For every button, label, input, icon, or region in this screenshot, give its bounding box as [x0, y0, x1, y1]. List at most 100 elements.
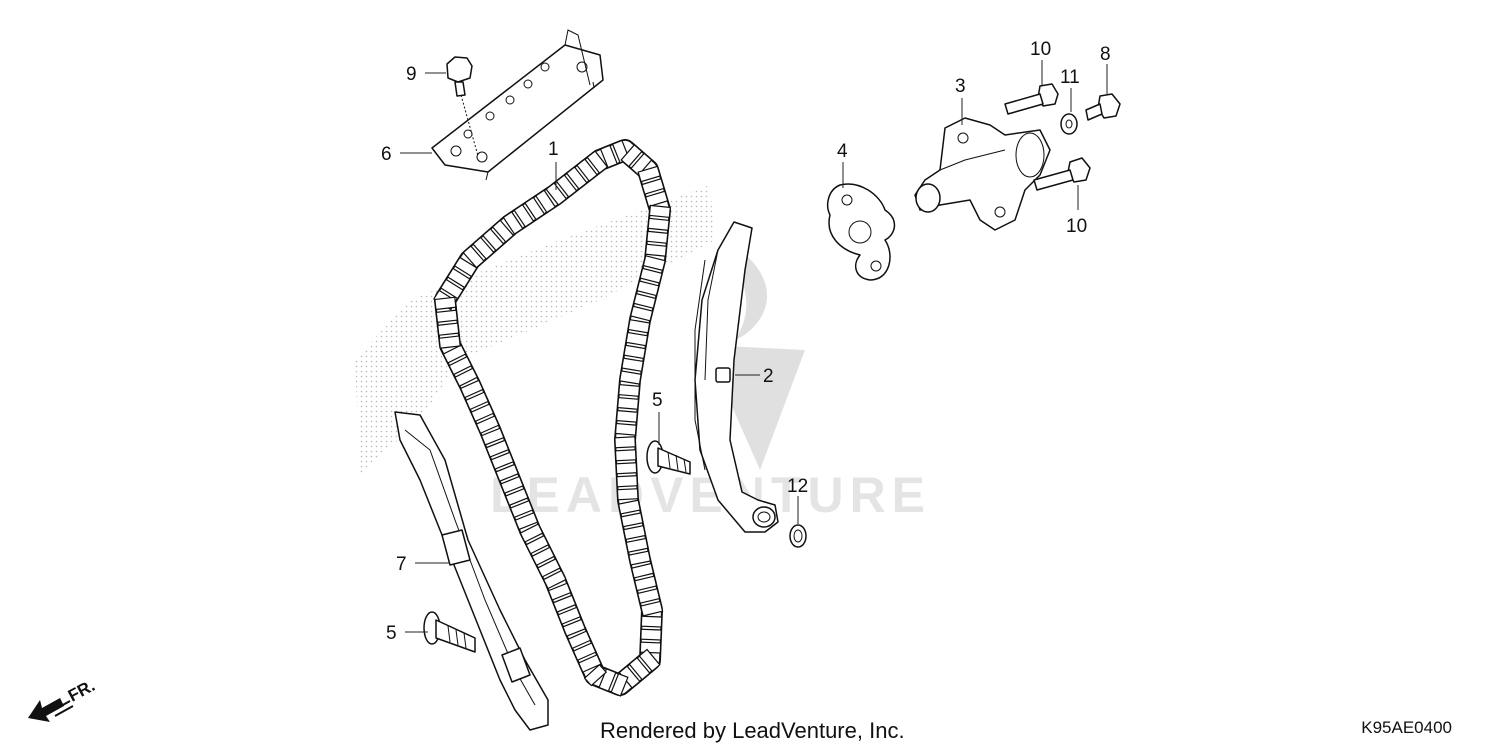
callout-10-lower: 10	[1066, 216, 1087, 237]
chain-link	[470, 403, 495, 423]
callout-2: 2	[763, 366, 774, 387]
chain-link	[567, 630, 592, 650]
bolt-part-9[interactable]	[446, 56, 479, 157]
chain-link	[614, 422, 637, 436]
chain-link	[630, 152, 653, 176]
callout-5-lower: 5	[386, 623, 397, 644]
tensioner-lifter-part-3[interactable]	[914, 117, 1051, 231]
callout-7: 7	[396, 554, 407, 575]
bolt-part-8[interactable]	[1085, 93, 1121, 121]
chain-link	[545, 182, 568, 206]
chain-link	[519, 523, 544, 543]
chain-link	[648, 204, 671, 219]
chain-link	[640, 615, 663, 628]
chain-link	[459, 379, 484, 399]
chain-link	[462, 245, 485, 269]
chain-link	[572, 642, 597, 662]
chain-link	[647, 217, 670, 231]
chain-link	[614, 436, 636, 449]
chain-link	[630, 562, 655, 579]
chain-link	[434, 296, 457, 311]
chain-link	[437, 322, 460, 336]
chain-link	[542, 569, 567, 590]
chain-link	[618, 384, 641, 397]
chain-link	[625, 331, 649, 347]
chain-link	[615, 462, 638, 475]
chain-link	[536, 558, 561, 578]
callout-9: 9	[406, 64, 417, 85]
callout-10-upper: 10	[1030, 39, 1051, 60]
chain-link	[504, 487, 529, 507]
chain-link	[524, 196, 546, 221]
chain-link	[639, 267, 663, 284]
chain-link	[623, 344, 647, 360]
bolt-part-5-upper[interactable]	[646, 440, 691, 475]
plate-part-6[interactable]	[431, 29, 604, 181]
chain-link	[646, 230, 669, 244]
chain-link	[629, 305, 654, 322]
chain-link	[637, 165, 661, 183]
chain-link	[639, 641, 662, 654]
cam-chain-part-1[interactable]	[433, 139, 671, 697]
callout-6: 6	[381, 144, 392, 165]
watermark-stipple	[355, 185, 715, 475]
gasket-part-4[interactable]	[827, 183, 896, 281]
callout-8: 8	[1100, 44, 1111, 65]
chain-link	[641, 178, 665, 195]
chain-link	[628, 550, 652, 566]
chain-link	[614, 449, 637, 462]
chain-link	[490, 451, 515, 470]
chain-link	[627, 318, 651, 334]
chain-link	[617, 396, 640, 410]
chain-link	[454, 367, 479, 388]
chain-link	[640, 600, 664, 617]
chain-link	[513, 203, 535, 228]
callout-1: 1	[548, 139, 559, 160]
chain-link	[625, 537, 649, 553]
chain-link	[633, 292, 657, 309]
chain-link	[620, 512, 644, 528]
washer-part-11[interactable]	[1060, 113, 1078, 135]
chain-link	[439, 278, 464, 300]
chain-link	[638, 648, 661, 673]
chain-link	[485, 439, 510, 458]
tensioner-arm-part-2[interactable]	[694, 221, 779, 533]
chain-link	[628, 656, 651, 681]
chain-link	[547, 582, 572, 601]
diagram-code: K95AE0400	[1361, 718, 1452, 737]
callout-3: 3	[955, 76, 966, 97]
watermark-text: LEADVENTURE	[490, 467, 931, 523]
chain-link	[502, 211, 524, 235]
chain-link	[644, 243, 668, 257]
chain-link	[465, 391, 490, 411]
chain-link	[495, 463, 520, 482]
chain-link	[453, 256, 478, 278]
chain-link	[448, 355, 473, 376]
chain-link	[435, 309, 458, 323]
chain-link	[531, 546, 556, 567]
chain-link	[442, 344, 467, 364]
chain-link	[525, 534, 550, 555]
bolt-part-10-upper[interactable]	[1004, 83, 1059, 115]
chain-guide-part-7[interactable]	[394, 411, 549, 731]
chain-link	[644, 190, 669, 208]
chain-link	[586, 150, 609, 174]
chain-link	[636, 280, 660, 297]
chain-link	[637, 588, 661, 604]
chain-link	[576, 158, 598, 182]
chain-link	[598, 668, 617, 692]
chain-link	[616, 488, 639, 501]
callout-11: 11	[1060, 67, 1080, 88]
callout-5-upper: 5	[652, 390, 663, 411]
chain-link	[616, 475, 638, 488]
leader-lines	[400, 60, 1108, 633]
chain-link	[509, 499, 534, 519]
bolt-part-10-lower[interactable]	[1033, 157, 1091, 191]
chain-link	[446, 267, 471, 289]
chain-link	[621, 357, 644, 372]
chain-link	[472, 236, 495, 260]
washer-part-12[interactable]	[789, 524, 807, 548]
bolt-part-5-lower[interactable]	[423, 611, 476, 653]
chain-link	[557, 606, 582, 625]
